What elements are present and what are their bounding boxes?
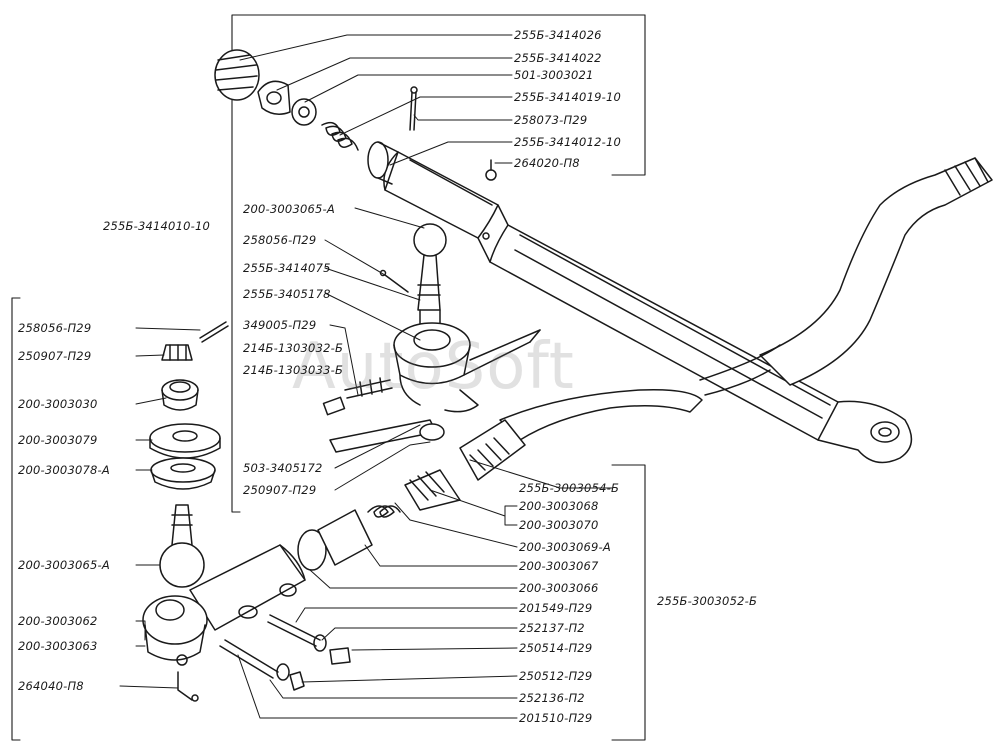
lower-left-parts	[149, 321, 229, 588]
part-number-label: 255Б-3003052-Б	[657, 594, 758, 608]
part-number-label: 200-3003030	[18, 397, 98, 411]
part-number-label: 349005-П29	[243, 318, 317, 332]
upper-parts	[214, 49, 418, 185]
group-brackets	[11, 14, 646, 741]
part-number-label: 258056-П29	[18, 321, 92, 335]
part-number-label: 252137-П2	[519, 621, 585, 635]
part-number-label: 200-3003065-А	[18, 558, 110, 572]
part-number-label: 252136-П2	[519, 691, 585, 705]
part-number-label: 258056-П29	[243, 233, 317, 247]
part-number-label: 255Б-3414012-10	[514, 135, 621, 149]
part-number-label: 201510-П29	[519, 711, 593, 725]
leader-lines	[119, 34, 613, 719]
part-number-label: 255Б-3414019-10	[514, 90, 621, 104]
part-number-label: 200-3003067	[519, 559, 599, 573]
part-number-label: 264020-П8	[514, 156, 580, 170]
tie-rod-tube	[383, 151, 913, 464]
part-number-label: 503-3405172	[243, 461, 323, 475]
part-number-label: 255Б-3414075	[243, 261, 331, 275]
part-number-label: 200-3003063	[18, 639, 98, 653]
part-number-label: 255Б-3003054-Б	[519, 481, 620, 495]
watermark: AutoSoft	[292, 330, 575, 404]
part-number-label: 264040-П8	[18, 679, 84, 693]
part-number-label: 200-3003068	[519, 499, 599, 513]
part-number-label: 200-3003062	[18, 614, 98, 628]
part-number-label: 250907-П29	[18, 349, 92, 363]
part-number-label: 200-3003066	[519, 581, 599, 595]
lower-socket	[142, 469, 461, 702]
part-number-label: 250514-П29	[519, 641, 593, 655]
part-number-label: 200-3003065-А	[243, 202, 335, 216]
part-number-label: 201549-П29	[519, 601, 593, 615]
part-number-label: 250907-П29	[243, 483, 317, 497]
part-number-label: 255Б-3414026	[514, 28, 602, 42]
part-number-label: 255Б-3405178	[243, 287, 331, 301]
ball-pin-assembly	[322, 223, 541, 453]
part-number-label: 255Б-3414010-10	[103, 219, 210, 233]
drag-link-arm	[699, 157, 993, 396]
part-number-label: 250512-П29	[519, 669, 593, 683]
part-number-label: 200-3003079	[18, 433, 98, 447]
part-number-label: 258073-П29	[514, 113, 588, 127]
part-number-label: 200-3003078-А	[18, 463, 110, 477]
part-number-label: 214Б-1303033-Б	[243, 363, 344, 377]
part-number-label: 501-3003021	[514, 68, 594, 82]
part-number-label: 200-3003070	[519, 518, 599, 532]
lower-rod	[459, 388, 703, 481]
part-number-label: 255Б-3414022	[514, 51, 602, 65]
part-number-label: 214Б-1303032-Б	[243, 341, 344, 355]
part-number-label: 200-3003069-А	[519, 540, 611, 554]
